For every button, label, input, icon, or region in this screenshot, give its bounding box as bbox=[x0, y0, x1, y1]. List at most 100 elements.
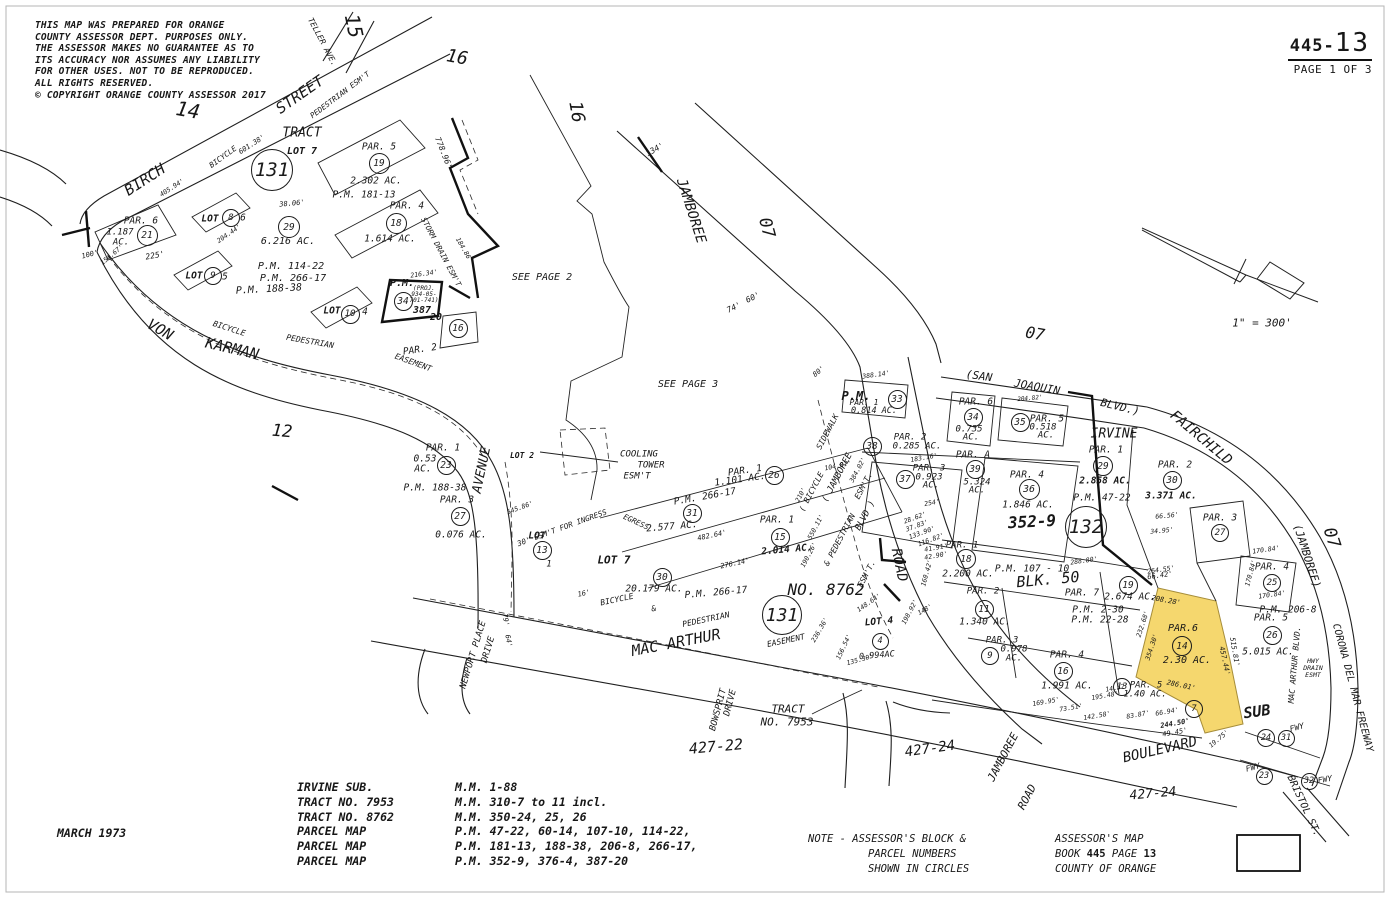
map-label: PAR. 5 bbox=[1253, 612, 1289, 624]
parcel-circle-13: 13 bbox=[1113, 678, 1131, 696]
map-page-number: 13 bbox=[1334, 28, 1370, 58]
disclaimer-line: © COPYRIGHT ORANGE COUNTY ASSESSOR 2017 bbox=[35, 89, 266, 101]
parcel-circle-7: 7 bbox=[1185, 700, 1203, 718]
map-label: P.M. 22-28 bbox=[1071, 614, 1129, 626]
map-label: 64' bbox=[503, 633, 514, 648]
legend-name: TRACT NO. 8762 bbox=[297, 809, 394, 824]
map-label: 6.216 AC. bbox=[260, 236, 316, 247]
legend-ref: M.M. 310-7 to 11 incl. bbox=[455, 794, 608, 809]
legend-ref: P.M. 47-22, 60-14, 107-10, 114-22, bbox=[455, 824, 691, 839]
page-label: PAGE bbox=[1111, 848, 1138, 860]
map-label: 2.302 AC. bbox=[350, 175, 402, 187]
disclaimer-line: THIS MAP WAS PREPARED FOR ORANGE bbox=[35, 20, 225, 31]
map-label: P.M. 47-22 bbox=[1073, 492, 1131, 504]
street-label-san-joaquin: (SAN bbox=[964, 367, 994, 385]
map-label: 2.200 AC. bbox=[942, 568, 994, 580]
parcel-circle-19: 19 bbox=[368, 152, 390, 174]
map-label: LOT bbox=[323, 305, 341, 317]
section-07b: 07 bbox=[1023, 322, 1047, 345]
book-value: 445 bbox=[1086, 848, 1106, 860]
legend-name: IRVINE SUB. bbox=[297, 780, 374, 794]
map-label: 0.518 bbox=[1029, 422, 1057, 433]
legend-name: PARCEL MAP bbox=[297, 839, 367, 854]
map-label: PAR. 2 bbox=[1157, 459, 1193, 471]
parcel-circle-27: 27 bbox=[1211, 524, 1229, 542]
map-label: 1.846 AC. bbox=[1002, 499, 1054, 511]
book-label: BOOK bbox=[1055, 848, 1081, 860]
irvine-label: IRVINE bbox=[1090, 426, 1138, 442]
map-label: AC. bbox=[1037, 430, 1055, 441]
highlighted-parcel-acreage: 2.30 AC. bbox=[1162, 655, 1212, 666]
map-label: PAR. 5 bbox=[1129, 680, 1163, 691]
tract-8762: NO. 8762 bbox=[787, 580, 865, 599]
map-date: MARCH 1973 bbox=[57, 826, 127, 840]
parcel-circle-38: 38 bbox=[862, 436, 882, 456]
map-label: AC. bbox=[968, 485, 986, 496]
map-label: PAR. 2 bbox=[966, 586, 1000, 597]
map-label: 79' bbox=[500, 612, 511, 627]
parcel-circle-34: 34 bbox=[963, 407, 983, 427]
parcel-circle-15: 15 bbox=[770, 527, 790, 547]
highlighted-parcel bbox=[1135, 587, 1244, 734]
parcel-circle-21: 21 bbox=[136, 224, 158, 246]
map-label: P.M. 266-17 bbox=[259, 273, 327, 284]
parcel-circle-29: 29 bbox=[1093, 456, 1113, 476]
map-label: LOT 7 bbox=[286, 146, 318, 157]
map-label: LOT 4 bbox=[864, 615, 894, 629]
map-label: 1.40 AC. bbox=[1123, 689, 1167, 700]
map-label: PAR. 5 bbox=[361, 141, 397, 153]
parcel-circle-131: 131 bbox=[251, 149, 293, 191]
highlighted-parcel-label: PAR.6 bbox=[1167, 623, 1199, 634]
map-label: 0.285 AC. bbox=[892, 441, 942, 452]
pm-352-9: 352-9 bbox=[1007, 510, 1057, 533]
see-page-3: SEE PAGE 3 bbox=[657, 379, 719, 390]
map-label: LOT 7 bbox=[597, 553, 631, 567]
map-label: 6 bbox=[240, 212, 246, 224]
map-label: 1 bbox=[546, 559, 552, 570]
map-label: 1.187 bbox=[106, 227, 134, 238]
map-label: 1.991 AC. bbox=[1041, 680, 1093, 692]
map-label: PAR. 1 bbox=[849, 398, 879, 407]
parcel-circle-18: 18 bbox=[385, 212, 407, 234]
map-label: PAR. 2 bbox=[893, 432, 927, 443]
north-arrow-icon bbox=[1141, 227, 1319, 303]
parcel-circle-35: 35 bbox=[1010, 412, 1030, 432]
map-label: 2.674 AC. bbox=[1104, 591, 1156, 603]
note-line: PARCEL NUMBERS bbox=[868, 848, 957, 860]
map-label: PAR. 1 bbox=[1088, 444, 1124, 456]
map-label: 0.53 bbox=[413, 453, 437, 465]
map-label: 66.56' bbox=[1154, 510, 1180, 521]
road-lines bbox=[0, 11, 1359, 843]
map-label: LOT bbox=[201, 213, 219, 225]
disclaimer: THIS MAP WAS PREPARED FOR ORANGE COUNTY … bbox=[35, 20, 266, 101]
legend-name: TRACT NO. 7953 bbox=[297, 794, 394, 809]
map-label: AC. bbox=[112, 237, 130, 248]
parcel-circle-13: 13 bbox=[532, 540, 552, 560]
see-page-2: SEE PAGE 2 bbox=[511, 272, 573, 283]
bold-boundaries bbox=[61, 117, 1153, 602]
parcel-circle-30: 30 bbox=[652, 567, 672, 587]
parcel-circle-34: 34 bbox=[393, 291, 413, 311]
assessor-map-block: ASSESSOR'S MAP BOOK 445 PAGE 13 COUNTY O… bbox=[1055, 832, 1156, 877]
parcel-circle-9: 9 bbox=[981, 647, 999, 665]
parcel-circle-36: 36 bbox=[1018, 478, 1040, 500]
parcel-circle-26: 26 bbox=[764, 465, 784, 485]
scale-label: 1" = 300' bbox=[1232, 316, 1292, 330]
disclaimer-line: ALL RIGHTS RESERVED. bbox=[35, 77, 154, 89]
map-label: PAR. 3 bbox=[439, 494, 475, 506]
map-label: 20.179 AC. bbox=[625, 583, 683, 595]
parcel-circle-10: 10 bbox=[340, 304, 360, 324]
parcel-circle-23: 23 bbox=[1255, 767, 1273, 785]
parcel-circle-29: 29 bbox=[278, 216, 300, 238]
map-label: P.M. 114-22 bbox=[257, 261, 325, 272]
parcel-circle-8: 8 bbox=[222, 209, 240, 227]
disclaimer-line: FOR OTHER USES. NOT TO BE REPRODUCED. bbox=[35, 66, 255, 78]
parcel-circle-25: 25 bbox=[1263, 574, 1281, 592]
parcel-circle-132: 132 bbox=[1065, 506, 1107, 548]
county-line: COUNTY OF ORANGE bbox=[1055, 863, 1157, 875]
parcel-circle-33: 33 bbox=[887, 389, 907, 409]
map-label: TOWER bbox=[637, 460, 665, 471]
parcel-circle-31: 31 bbox=[682, 503, 702, 523]
